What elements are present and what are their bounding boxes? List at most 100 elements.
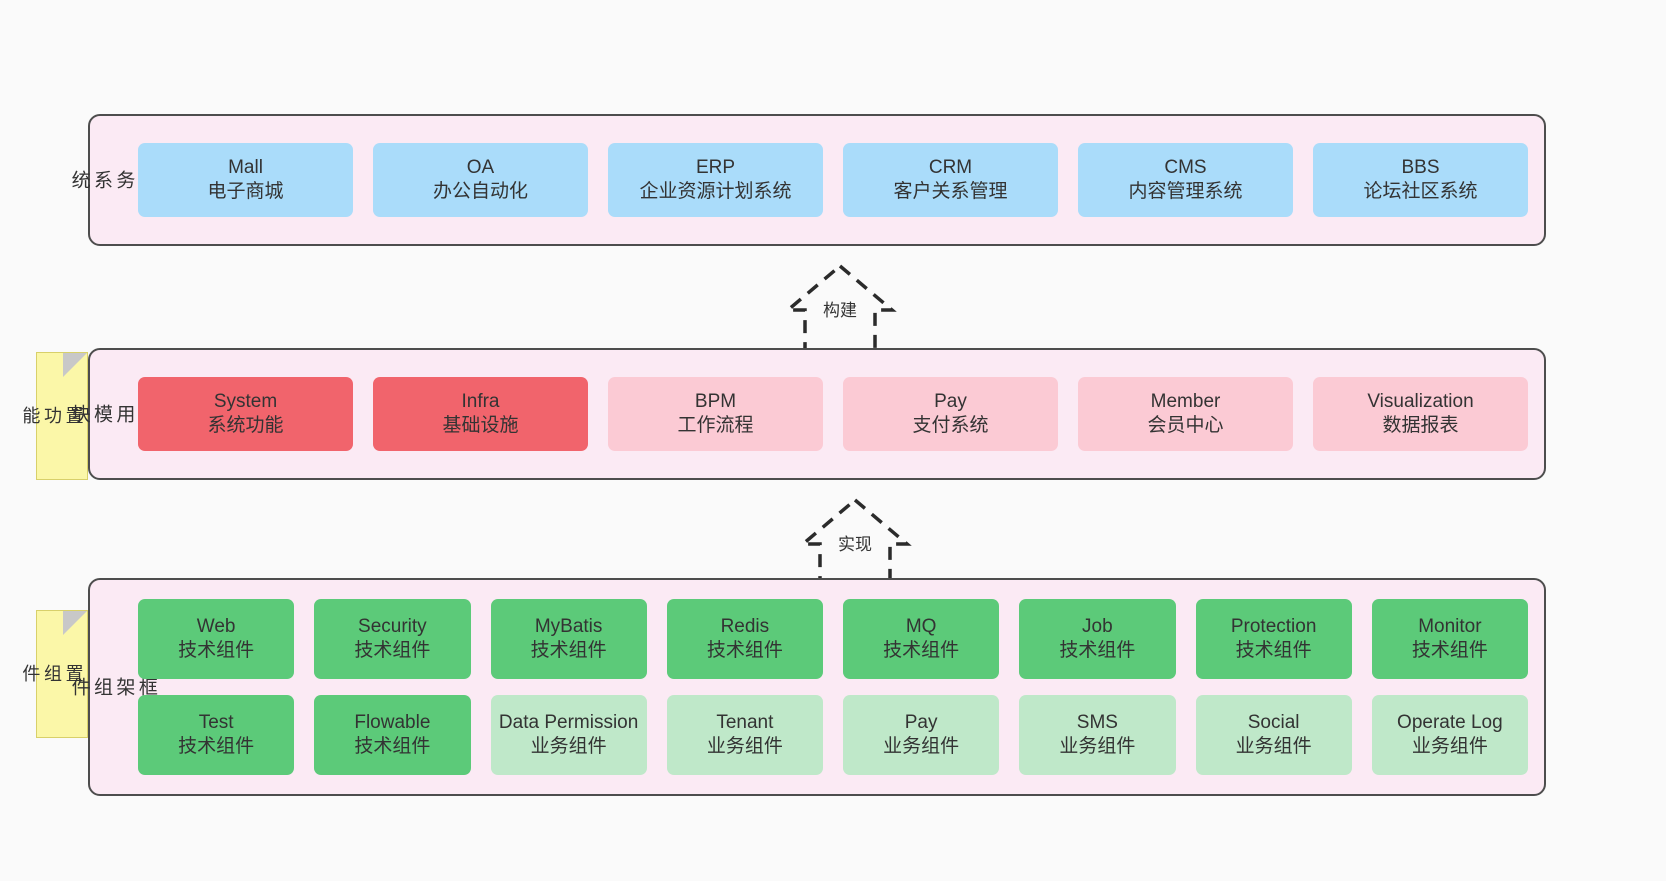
cell-title: Mall — [228, 157, 263, 179]
cell-pay[interactable]: Pay 支付系统 — [843, 377, 1058, 451]
cell-title: OA — [466, 157, 495, 179]
cell-mall[interactable]: Mall 电子商城 — [138, 143, 353, 217]
layer-body-framework: Web 技术组件 Security 技术组件 MyBatis 技术组件 Redi… — [134, 580, 1544, 794]
cell-title: MyBatis — [534, 616, 603, 638]
cell-subtitle: 技术组件 — [354, 736, 431, 757]
cell-title: ERP — [695, 157, 736, 179]
cell-subtitle: 技术组件 — [1235, 640, 1312, 661]
cell-subtitle: 内容管理系统 — [1128, 181, 1243, 202]
cell-subtitle: 业务组件 — [706, 736, 783, 757]
cell-title: Member — [1150, 391, 1221, 413]
cell-monitor[interactable]: Monitor 技术组件 — [1371, 599, 1528, 679]
cell-web[interactable]: Web 技术组件 — [138, 599, 295, 679]
cell-subtitle: 系统功能 — [207, 415, 284, 436]
cell-visualization[interactable]: Visualization 数据报表 — [1313, 377, 1528, 451]
cell-title: Web — [196, 616, 236, 638]
layer-body-business: Mall 电子商城 OA 办公自动化 ERP 企业资源计划系统 CRM 客户关系… — [134, 116, 1544, 244]
layer-framework-components: 框 架 组 件 Web 技术组件 Security 技术组件 MyBatis 技… — [69, 578, 1546, 796]
cell-operate-log[interactable]: Operate Log 业务组件 — [1371, 695, 1528, 775]
cell-title: Flowable — [354, 712, 431, 734]
connector-label-realize: 实现 — [835, 530, 875, 555]
cell-subtitle: 技术组件 — [1411, 640, 1488, 661]
cell-bbs[interactable]: BBS 论坛社区系统 — [1313, 143, 1528, 217]
cell-subtitle: 支付系统 — [912, 415, 989, 436]
cell-subtitle: 技术组件 — [354, 640, 431, 661]
cell-subtitle: 业务组件 — [1059, 736, 1136, 757]
layer-title-business: 业 务 系 统 — [68, 169, 157, 191]
cell-title: BBS — [1401, 157, 1440, 179]
cell-subtitle: 论坛社区系统 — [1363, 181, 1478, 202]
cell-system[interactable]: System 系统功能 — [138, 377, 353, 451]
connector-build: 构建 — [740, 258, 940, 358]
cell-title: CMS — [1164, 157, 1207, 179]
cell-subtitle: 技术组件 — [883, 640, 960, 661]
cell-oa[interactable]: OA 办公自动化 — [373, 143, 588, 217]
cell-subtitle: 基础设施 — [442, 415, 519, 436]
cell-title: BPM — [694, 391, 737, 413]
cell-subtitle: 工作流程 — [677, 415, 754, 436]
cell-subtitle: 业务组件 — [883, 736, 960, 757]
cell-test[interactable]: Test 技术组件 — [138, 695, 295, 775]
cell-row: Test 技术组件 Flowable 技术组件 Data Permission … — [138, 695, 1528, 775]
cell-pay-business[interactable]: Pay 业务组件 — [843, 695, 1000, 775]
cell-subtitle: 技术组件 — [178, 640, 255, 661]
layer-general-modules: 通 用 模 块 System 系统功能 Infra 基础设施 BPM 工作流程 … — [69, 348, 1546, 480]
cell-title: Operate Log — [1397, 712, 1503, 734]
cell-title: Tenant — [716, 712, 774, 734]
cell-title: Monitor — [1418, 616, 1482, 638]
cell-subtitle: 技术组件 — [706, 640, 783, 661]
cell-title: System — [213, 391, 278, 413]
cell-crm[interactable]: CRM 客户关系管理 — [843, 143, 1058, 217]
cell-erp[interactable]: ERP 企业资源计划系统 — [608, 143, 823, 217]
cell-title: Job — [1082, 616, 1113, 638]
cell-title: SMS — [1076, 712, 1118, 734]
cell-tenant[interactable]: Tenant 业务组件 — [666, 695, 823, 775]
layer-body-modules: System 系统功能 Infra 基础设施 BPM 工作流程 Pay 支付系统… — [134, 350, 1544, 478]
cell-title: CRM — [928, 157, 973, 179]
cell-subtitle: 技术组件 — [1059, 640, 1136, 661]
cell-title: Visualization — [1367, 391, 1474, 413]
connector-label-build: 构建 — [820, 296, 860, 321]
cell-title: Security — [358, 616, 427, 638]
cell-mybatis[interactable]: MyBatis 技术组件 — [490, 599, 647, 679]
cell-subtitle: 技术组件 — [530, 640, 607, 661]
cell-subtitle: 业务组件 — [530, 736, 607, 757]
cell-title: Test — [198, 712, 234, 734]
cell-bpm[interactable]: BPM 工作流程 — [608, 377, 823, 451]
cell-subtitle: 企业资源计划系统 — [639, 181, 792, 202]
cell-social[interactable]: Social 业务组件 — [1195, 695, 1352, 775]
connector-realize: 实现 — [755, 492, 955, 592]
cell-title: MQ — [905, 616, 937, 638]
cell-security[interactable]: Security 技术组件 — [314, 599, 471, 679]
cell-title: Pay — [934, 391, 967, 413]
cell-row: Web 技术组件 Security 技术组件 MyBatis 技术组件 Redi… — [138, 599, 1528, 679]
cell-title: Infra — [461, 391, 500, 413]
layer-title-framework: 框 架 组 件 — [69, 676, 157, 698]
cell-subtitle: 技术组件 — [178, 736, 255, 757]
cell-row: System 系统功能 Infra 基础设施 BPM 工作流程 Pay 支付系统… — [138, 377, 1528, 451]
layer-business-systems: 业 务 系 统 Mall 电子商城 OA 办公自动化 ERP 企业资源计划系统 … — [68, 114, 1546, 246]
cell-title: Redis — [720, 616, 770, 638]
cell-subtitle: 会员中心 — [1147, 415, 1224, 436]
cell-title: Protection — [1230, 616, 1317, 638]
cell-subtitle: 客户关系管理 — [893, 181, 1008, 202]
cell-row: Mall 电子商城 OA 办公自动化 ERP 企业资源计划系统 CRM 客户关系… — [138, 143, 1528, 217]
cell-redis[interactable]: Redis 技术组件 — [666, 599, 823, 679]
cell-cms[interactable]: CMS 内容管理系统 — [1078, 143, 1293, 217]
cell-subtitle: 业务组件 — [1411, 736, 1488, 757]
cell-protection[interactable]: Protection 技术组件 — [1195, 599, 1352, 679]
note-builtin-components: 内 置 组 件 — [20, 610, 105, 738]
cell-subtitle: 数据报表 — [1382, 415, 1459, 436]
cell-subtitle: 办公自动化 — [432, 181, 528, 202]
cell-title: Data Permission — [498, 712, 639, 734]
cell-data-permission[interactable]: Data Permission 业务组件 — [490, 695, 647, 775]
cell-member[interactable]: Member 会员中心 — [1078, 377, 1293, 451]
cell-job[interactable]: Job 技术组件 — [1019, 599, 1176, 679]
cell-sms[interactable]: SMS 业务组件 — [1019, 695, 1176, 775]
cell-infra[interactable]: Infra 基础设施 — [373, 377, 588, 451]
cell-mq[interactable]: MQ 技术组件 — [843, 599, 1000, 679]
cell-subtitle: 电子商城 — [207, 181, 284, 202]
cell-flowable[interactable]: Flowable 技术组件 — [314, 695, 471, 775]
cell-title: Pay — [904, 712, 938, 734]
cell-title: Social — [1247, 712, 1300, 734]
